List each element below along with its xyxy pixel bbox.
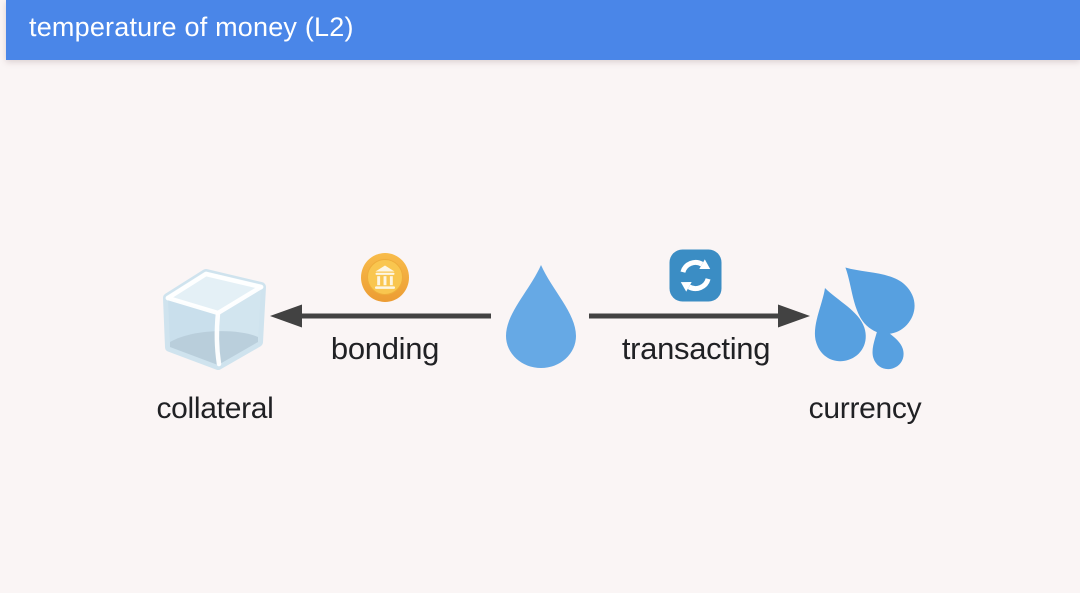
bonding-label: bonding — [330, 331, 440, 366]
transacting-label: transacting — [621, 331, 771, 366]
bank-coin-icon — [361, 253, 409, 302]
bonding-arrow-icon — [270, 304, 491, 328]
header-title: temperature of money (L2) — [29, 12, 354, 42]
currency-label: currency — [808, 392, 922, 425]
ice-cube-icon — [163, 269, 266, 370]
water-droplet-icon — [506, 265, 576, 368]
collateral-label: collateral — [156, 392, 274, 425]
app-header: temperature of money (L2) — [6, 0, 1080, 60]
transacting-arrow-icon — [589, 304, 810, 328]
splash-droplets-icon — [815, 267, 915, 370]
cycle-arrows-icon — [669, 249, 722, 302]
